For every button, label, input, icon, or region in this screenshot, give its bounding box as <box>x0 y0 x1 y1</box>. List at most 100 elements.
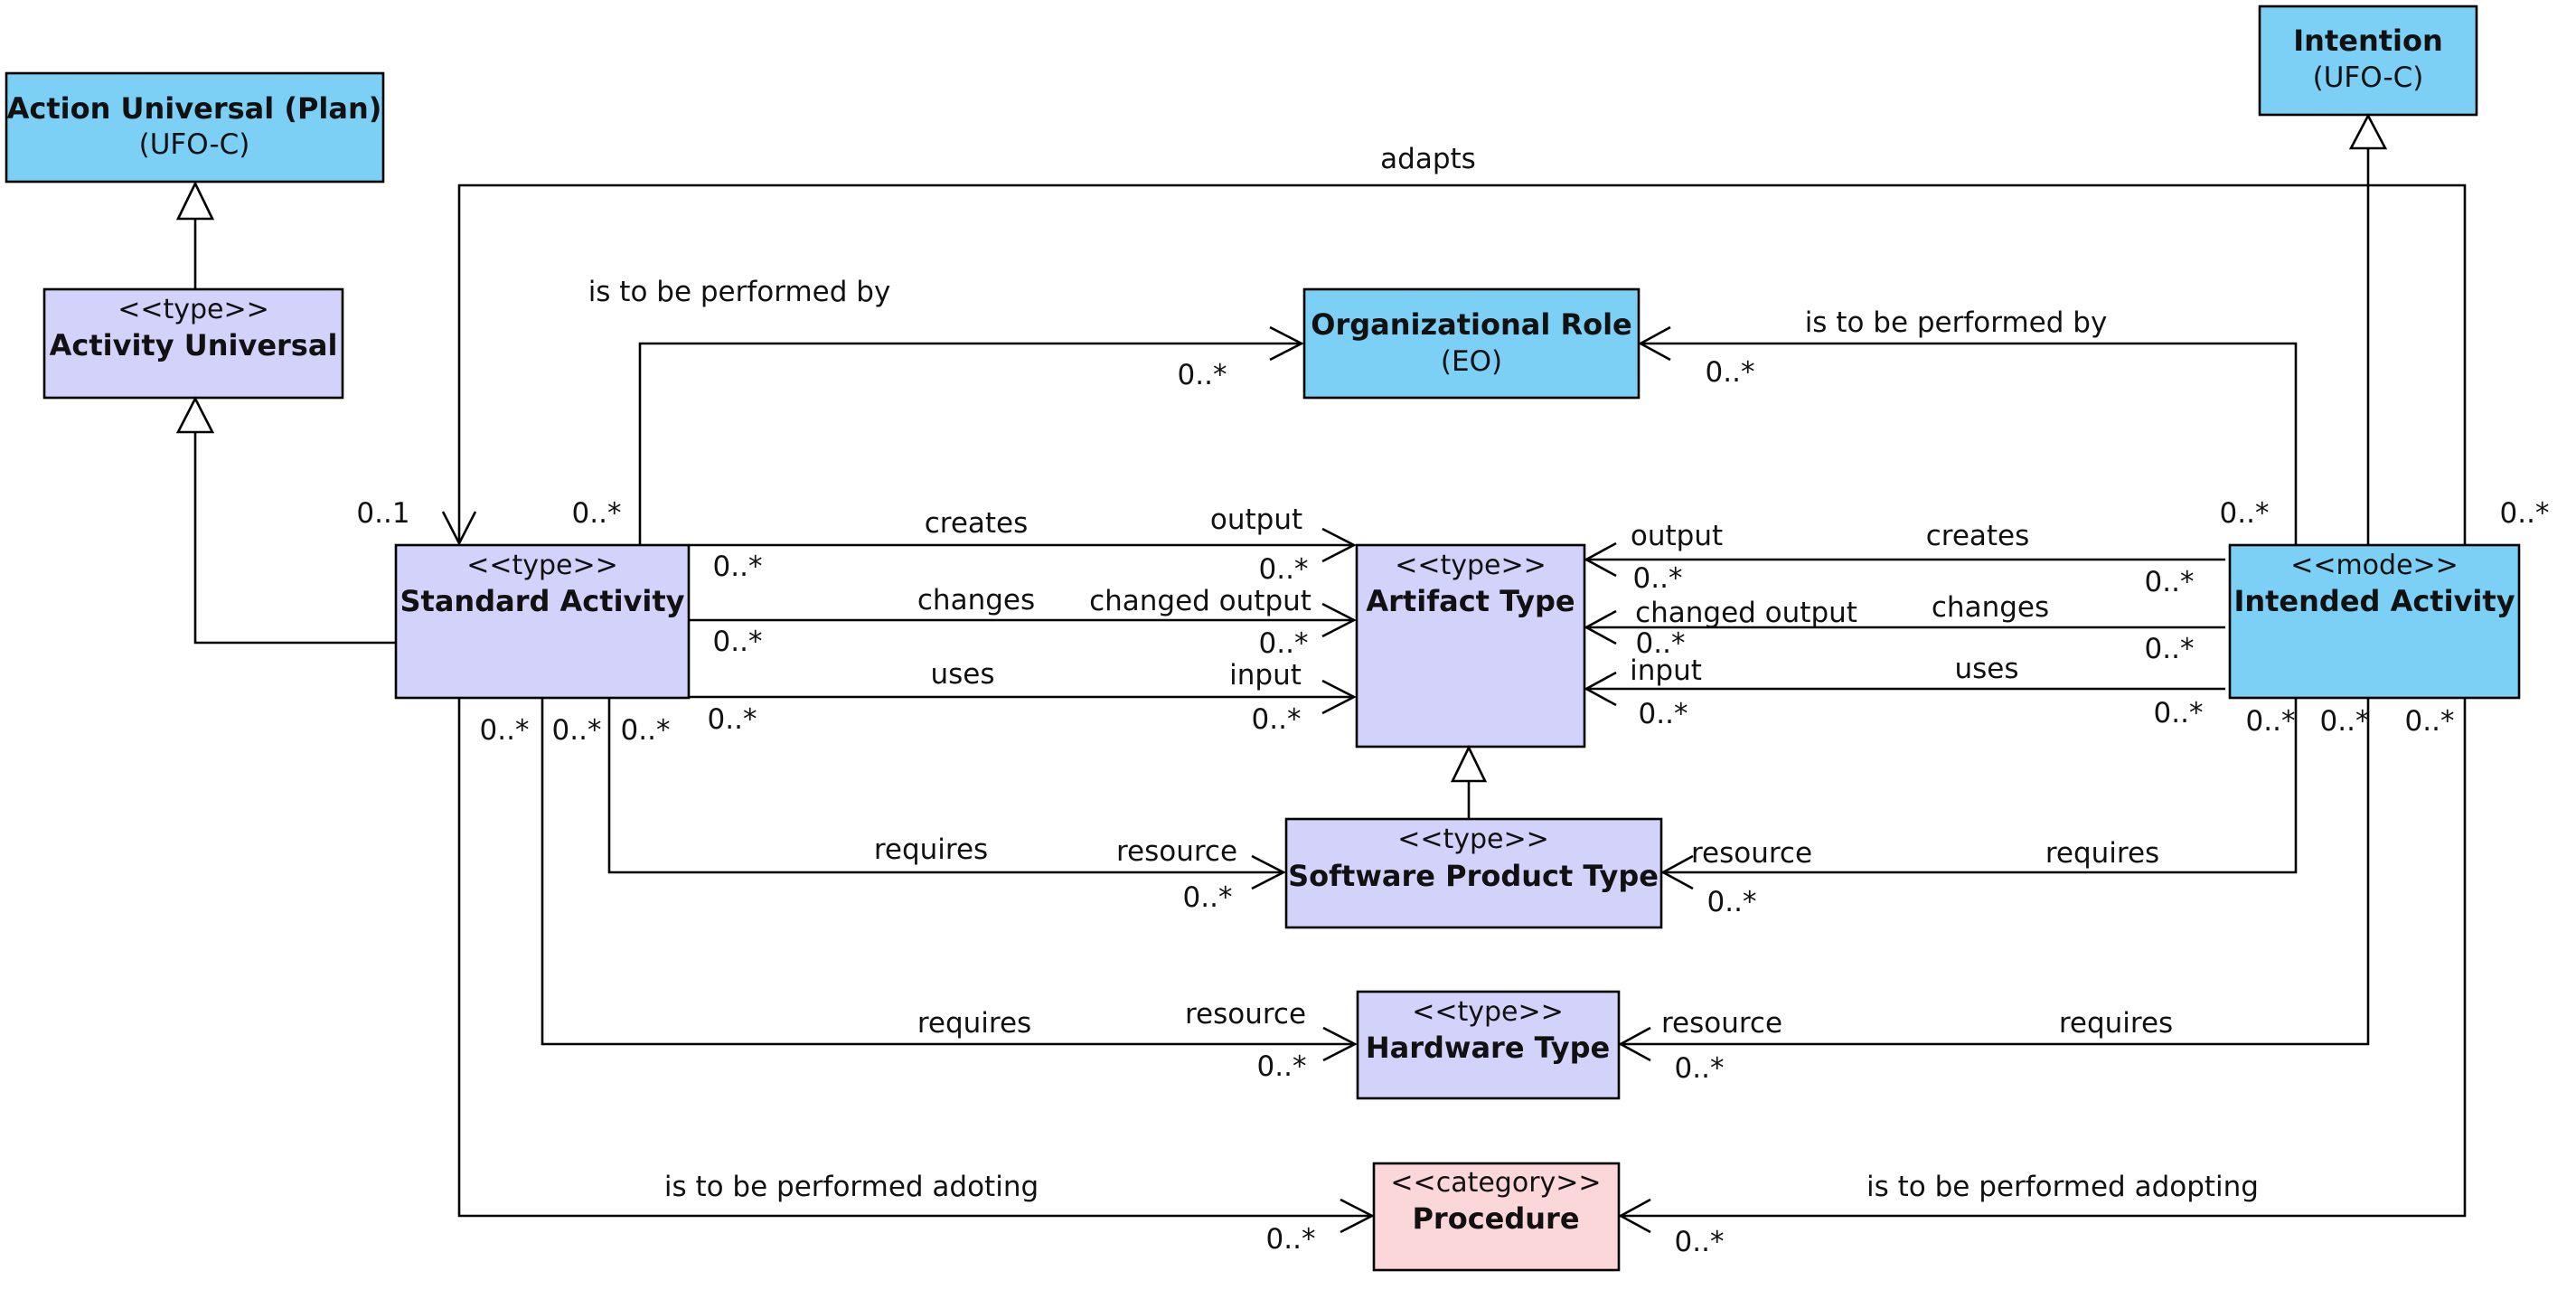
class-name: Organizational Role <box>1311 307 1631 342</box>
arrowhead-adapts <box>441 511 477 546</box>
class-name: Activity Universal <box>50 328 338 362</box>
mult-software-left-tgt: 0..* <box>1183 881 1233 914</box>
mult-creates-left-src: 0..* <box>713 551 763 583</box>
label-uses-right: uses <box>1954 653 2018 685</box>
class-name: Intended Activity <box>2233 584 2515 618</box>
assoc-ia-performed-by <box>1638 342 2298 545</box>
class-box <box>394 543 691 700</box>
multiplicity-labels: 0..1 0..* 0..* 0..* 0..* 0..* 0..* 0..* … <box>356 356 2549 1258</box>
label-changed-output-right: changed output <box>1635 597 1857 629</box>
class-standard-activity[interactable]: <<type>> Standard Activity <box>394 543 691 700</box>
arrowhead-role-right <box>1638 325 1671 362</box>
arrowhead-creates-left <box>1321 527 1357 563</box>
class-subtitle: (UFO-C) <box>139 128 250 161</box>
label-output-left: output <box>1210 504 1302 536</box>
class-box <box>42 287 344 400</box>
class-name: Software Product Type <box>1288 859 1659 893</box>
assoc-sa-performed-by <box>638 342 1300 545</box>
class-action-universal[interactable]: Action Universal (Plan) (UFO-C) <box>5 71 385 184</box>
mult-sa-bottom-2: 0..* <box>552 714 602 747</box>
class-box <box>1372 1162 1621 1272</box>
mult-changes-right-src: 0..* <box>2145 633 2195 665</box>
arrowhead-hardware-right <box>1618 1026 1651 1062</box>
mult-role-right-source: 0..* <box>2220 497 2270 530</box>
mult-ia-bottom-2: 0..* <box>2320 705 2370 738</box>
label-requires-hardware-left: requires <box>917 1007 1031 1040</box>
class-stereotype: <<type>> <box>1412 996 1564 1028</box>
class-hardware-type[interactable]: <<type>> Hardware Type <box>1356 990 1621 1100</box>
arrowhead-procedure-right <box>1618 1198 1651 1234</box>
arrowhead-hardware-left <box>1322 1026 1358 1062</box>
assoc-ia-requires-software <box>1661 698 2298 874</box>
assoc-ia-requires-hardware <box>1619 698 2370 1046</box>
mult-uses-right-src: 0..* <box>2154 697 2204 730</box>
mult-changes-right-tgt: 0..* <box>1636 627 1686 660</box>
mult-uses-left-src: 0..* <box>708 703 757 736</box>
mult-uses-right-tgt: 0..* <box>1639 698 1688 730</box>
class-name: Intention <box>2293 24 2443 58</box>
label-changed-output-left: changed output <box>1089 585 1312 617</box>
class-activity-universal[interactable]: <<type>> Activity Universal <box>42 287 344 400</box>
label-creates-left: creates <box>925 507 1029 540</box>
arrowhead-role-left <box>1269 325 1304 362</box>
label-performed-by-left: is to be performed by <box>588 276 891 308</box>
class-stereotype: <<type>> <box>1397 824 1549 855</box>
class-procedure[interactable]: <<category>> Procedure <box>1372 1162 1621 1272</box>
label-output-right: output <box>1631 520 1723 552</box>
arrowhead-changes-left <box>1321 602 1357 638</box>
label-requires-software-left: requires <box>874 833 988 866</box>
label-adapts: adapts <box>1380 143 1476 175</box>
label-performed-by-right: is to be performed by <box>1805 306 2108 339</box>
gen-arrowhead <box>1450 745 1488 783</box>
generalization-heads <box>175 113 2388 783</box>
class-stereotype: <<mode>> <box>2290 550 2458 581</box>
class-box <box>2258 5 2478 117</box>
class-name: Procedure <box>1412 1201 1579 1236</box>
mult-sa-bottom-3: 0..* <box>621 714 671 747</box>
class-software-product-type[interactable]: <<type>> Software Product Type <box>1284 817 1663 929</box>
assoc-sa-procedure <box>457 698 1370 1218</box>
class-stereotype: <<type>> <box>466 550 618 581</box>
class-stereotype: <<type>> <box>118 294 269 325</box>
assoc-ia-procedure <box>1619 698 2467 1218</box>
mult-creates-right-tgt: 0..* <box>1633 562 1683 595</box>
class-box <box>1355 543 1586 748</box>
class-organizational-role[interactable]: Organizational Role (EO) <box>1302 287 1641 400</box>
class-name: Artifact Type <box>1366 584 1575 618</box>
class-box <box>5 71 385 184</box>
connectors <box>193 146 2467 1218</box>
mult-ia-bottom-3: 0..* <box>2405 705 2455 738</box>
label-changes-right: changes <box>1932 591 2049 624</box>
mult-changes-left-tgt: 0..* <box>1259 627 1309 660</box>
label-uses-left: uses <box>930 658 994 691</box>
mult-role-left-source: 0..* <box>572 497 622 530</box>
arrowhead-procedure-left <box>1340 1198 1375 1234</box>
class-intended-activity[interactable]: <<mode>> Intended Activity <box>2228 543 2521 700</box>
mult-role-left-target: 0..* <box>1178 359 1227 391</box>
arrowhead-creates-right <box>1584 541 1617 578</box>
class-intention[interactable]: Intention (UFO-C) <box>2258 5 2478 117</box>
label-requires-hardware-right: requires <box>2059 1007 2173 1040</box>
association-labels: adapts is to be performed by is to be pe… <box>588 143 2259 1203</box>
arrowhead-software-right <box>1660 854 1694 890</box>
gen-arrowhead <box>175 396 215 434</box>
mult-changes-left-src: 0..* <box>713 626 763 658</box>
class-artifact-type[interactable]: <<type>> Artifact Type <box>1355 543 1586 748</box>
arrowhead-uses-left <box>1321 679 1357 715</box>
mult-creates-left-tgt: 0..* <box>1259 553 1309 586</box>
label-input-right: input <box>1630 654 1702 687</box>
arrowhead-software-left <box>1251 854 1286 890</box>
mult-adapts-source: 0..1 <box>356 497 409 530</box>
arrowhead-uses-right <box>1584 671 1617 707</box>
label-procedure-right: is to be performed adopting <box>1866 1171 2259 1203</box>
class-box <box>1302 287 1641 400</box>
gen-standard-to-activity <box>193 432 396 645</box>
class-box <box>2228 543 2521 700</box>
class-name: Action Universal (Plan) <box>7 91 382 126</box>
gen-arrowhead <box>175 181 215 221</box>
mult-hardware-right-tgt: 0..* <box>1675 1052 1725 1085</box>
mult-procedure-right-tgt: 0..* <box>1675 1226 1725 1258</box>
mult-adapts-target: 0..* <box>2500 497 2550 530</box>
label-resource-software-left: resource <box>1116 835 1237 868</box>
